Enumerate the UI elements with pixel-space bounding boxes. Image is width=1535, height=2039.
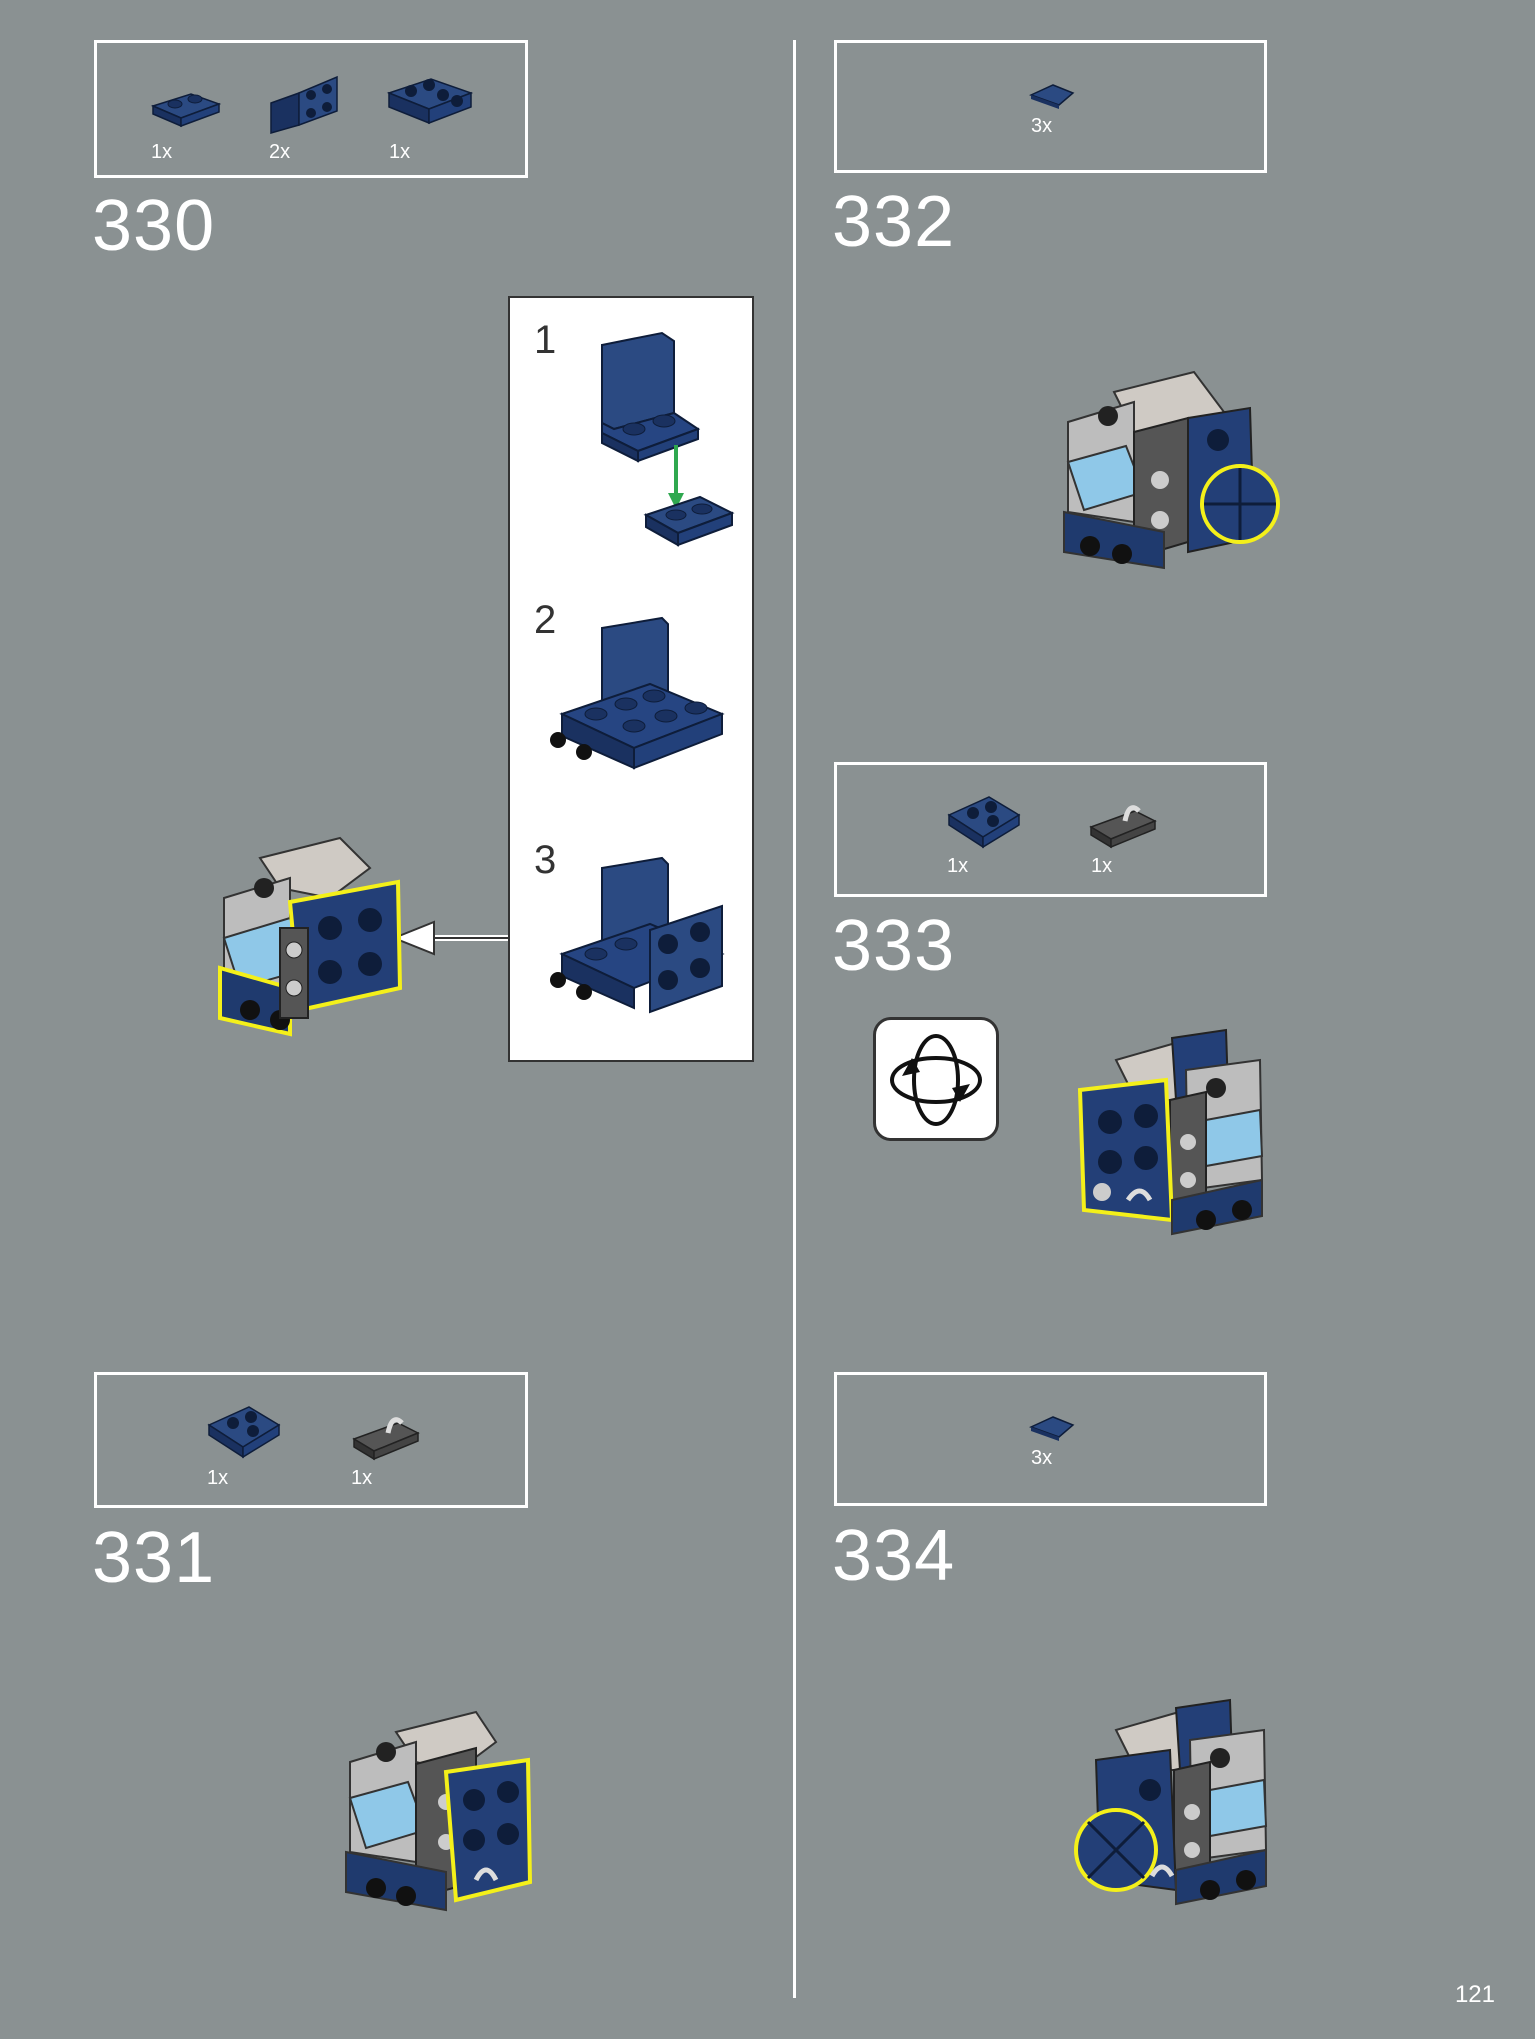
substep-number: 1 [534,318,557,362]
callout-arrow-icon [391,920,508,956]
clip-plate-icon [1089,805,1157,849]
bracket-icon [270,75,338,134]
substep-number: 2 [534,598,557,642]
part-qty: 1x [207,1467,229,1489]
bracket-plate-icon [386,78,474,125]
parts-box-331: 1x 1x [94,1372,528,1508]
model-step-333 [1077,1028,1264,1236]
step-number-334: 334 [832,1516,956,1596]
part-qty: 1x [1091,855,1113,877]
step-number-331: 331 [92,1518,216,1598]
plate-1x2-icon [150,93,222,128]
rotate-model-icon [873,1017,999,1141]
substep-2-illustration [550,616,725,770]
substep-number: 3 [534,838,557,882]
wedge-plate-icon [207,1406,281,1459]
page-number: 121 [1454,1981,1495,2008]
part-qty: 1x [151,141,173,163]
parts-box-330: 1x 2x 1x [94,40,528,178]
sub-assembly-callout: 1 2 3 [508,296,754,1062]
parts-box-332: 3x [834,40,1267,173]
substep-3-illustration [550,856,725,1014]
wedge-tile-icon [1029,84,1075,109]
model-step-331 [345,1710,533,1912]
part-qty: 1x [947,855,969,877]
column-divider [793,40,796,1998]
wedge-tile-icon [1029,1416,1075,1441]
parts-box-334: 3x [834,1372,1267,1506]
step-number-330: 330 [92,186,216,266]
step-number-332: 332 [832,182,956,262]
substep-1-illustration [601,331,735,547]
part-qty: 3x [1031,115,1053,137]
part-qty: 1x [389,141,411,163]
model-step-332 [1063,370,1280,570]
rotate-arrows-icon [890,1034,982,1126]
parts-box-333: 1x 1x [834,762,1267,897]
part-qty: 3x [1031,1447,1053,1469]
step-number-333: 333 [832,906,956,986]
wedge-plate-icon [947,796,1021,849]
part-qty: 1x [351,1467,373,1489]
model-step-330 [218,836,403,1037]
part-qty: 2x [269,141,291,163]
clip-plate-icon [352,1417,420,1461]
model-step-334 [1074,1698,1268,1906]
